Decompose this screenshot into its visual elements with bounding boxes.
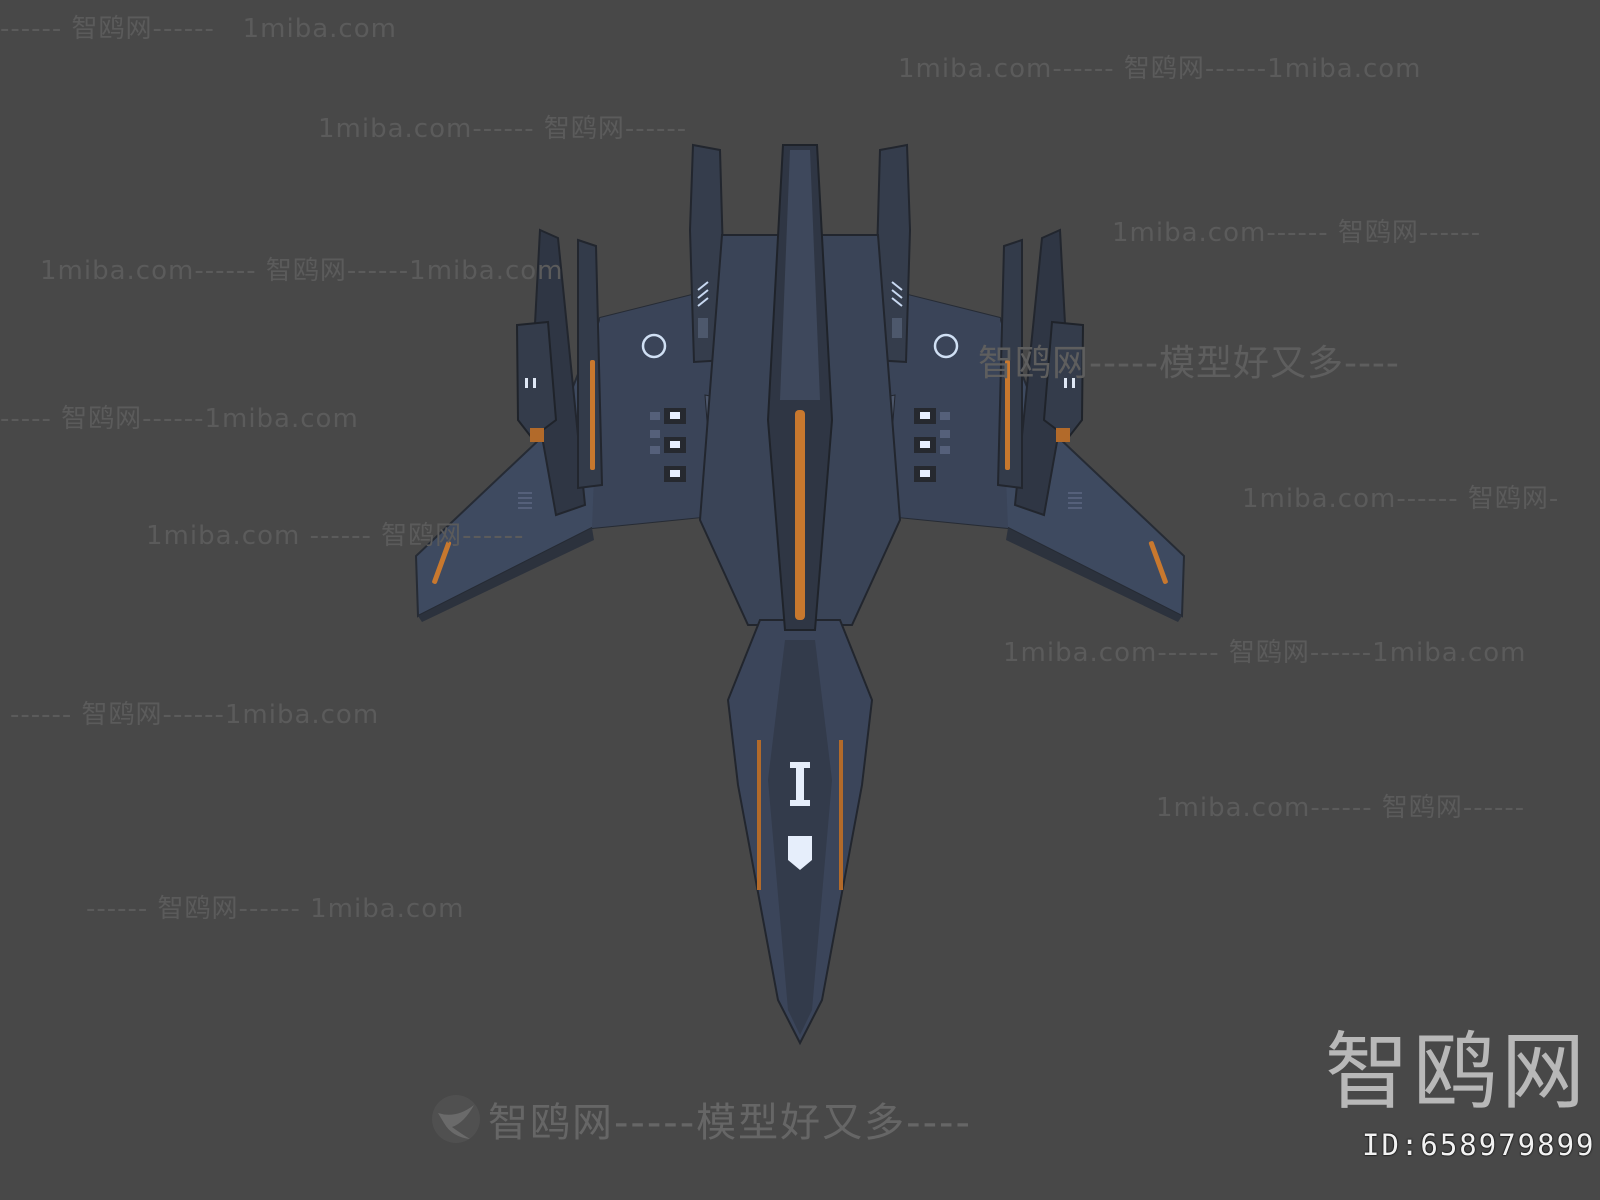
watermark: 智鸥网-----模型好又多---- [978, 343, 1400, 384]
watermark: 1miba.com------ 智鸥网------1miba.com [898, 54, 1422, 84]
orange-strip [795, 410, 805, 620]
watermark: ----- 智鸥网------1miba.com [0, 404, 359, 434]
watermark: 1miba.com------ 智鸥网------ [318, 114, 688, 144]
watermark: ------ 智鸥网------ 1miba.com [0, 14, 397, 44]
watermark: 1miba.com------ 智鸥网------ [1112, 218, 1482, 248]
watermark: 1miba.com ------ 智鸥网------ [146, 521, 525, 551]
watermark: 1miba.com------ 智鸥网------1miba.com [1003, 638, 1527, 668]
watermark: 1miba.com------ 智鸥网------ [1156, 793, 1526, 823]
watermark: ------ 智鸥网------1miba.com [10, 700, 380, 730]
model-id: ID:658979899 [1362, 1128, 1596, 1162]
watermark: 1miba.com------ 智鸥网------1miba.com [40, 256, 564, 286]
brand-logo: 智鸥网 [1325, 1023, 1590, 1121]
cockpit-lights [788, 762, 812, 870]
watermark: ------ 智鸥网------ 1miba.com [86, 894, 465, 924]
bird-logo-icon [432, 1095, 480, 1143]
bottom-watermark-text: 智鸥网-----模型好又多---- [488, 1100, 972, 1146]
bottom-watermark: 智鸥网-----模型好又多---- [430, 1090, 972, 1148]
watermark: 1miba.com------ 智鸥网- [1242, 484, 1560, 514]
